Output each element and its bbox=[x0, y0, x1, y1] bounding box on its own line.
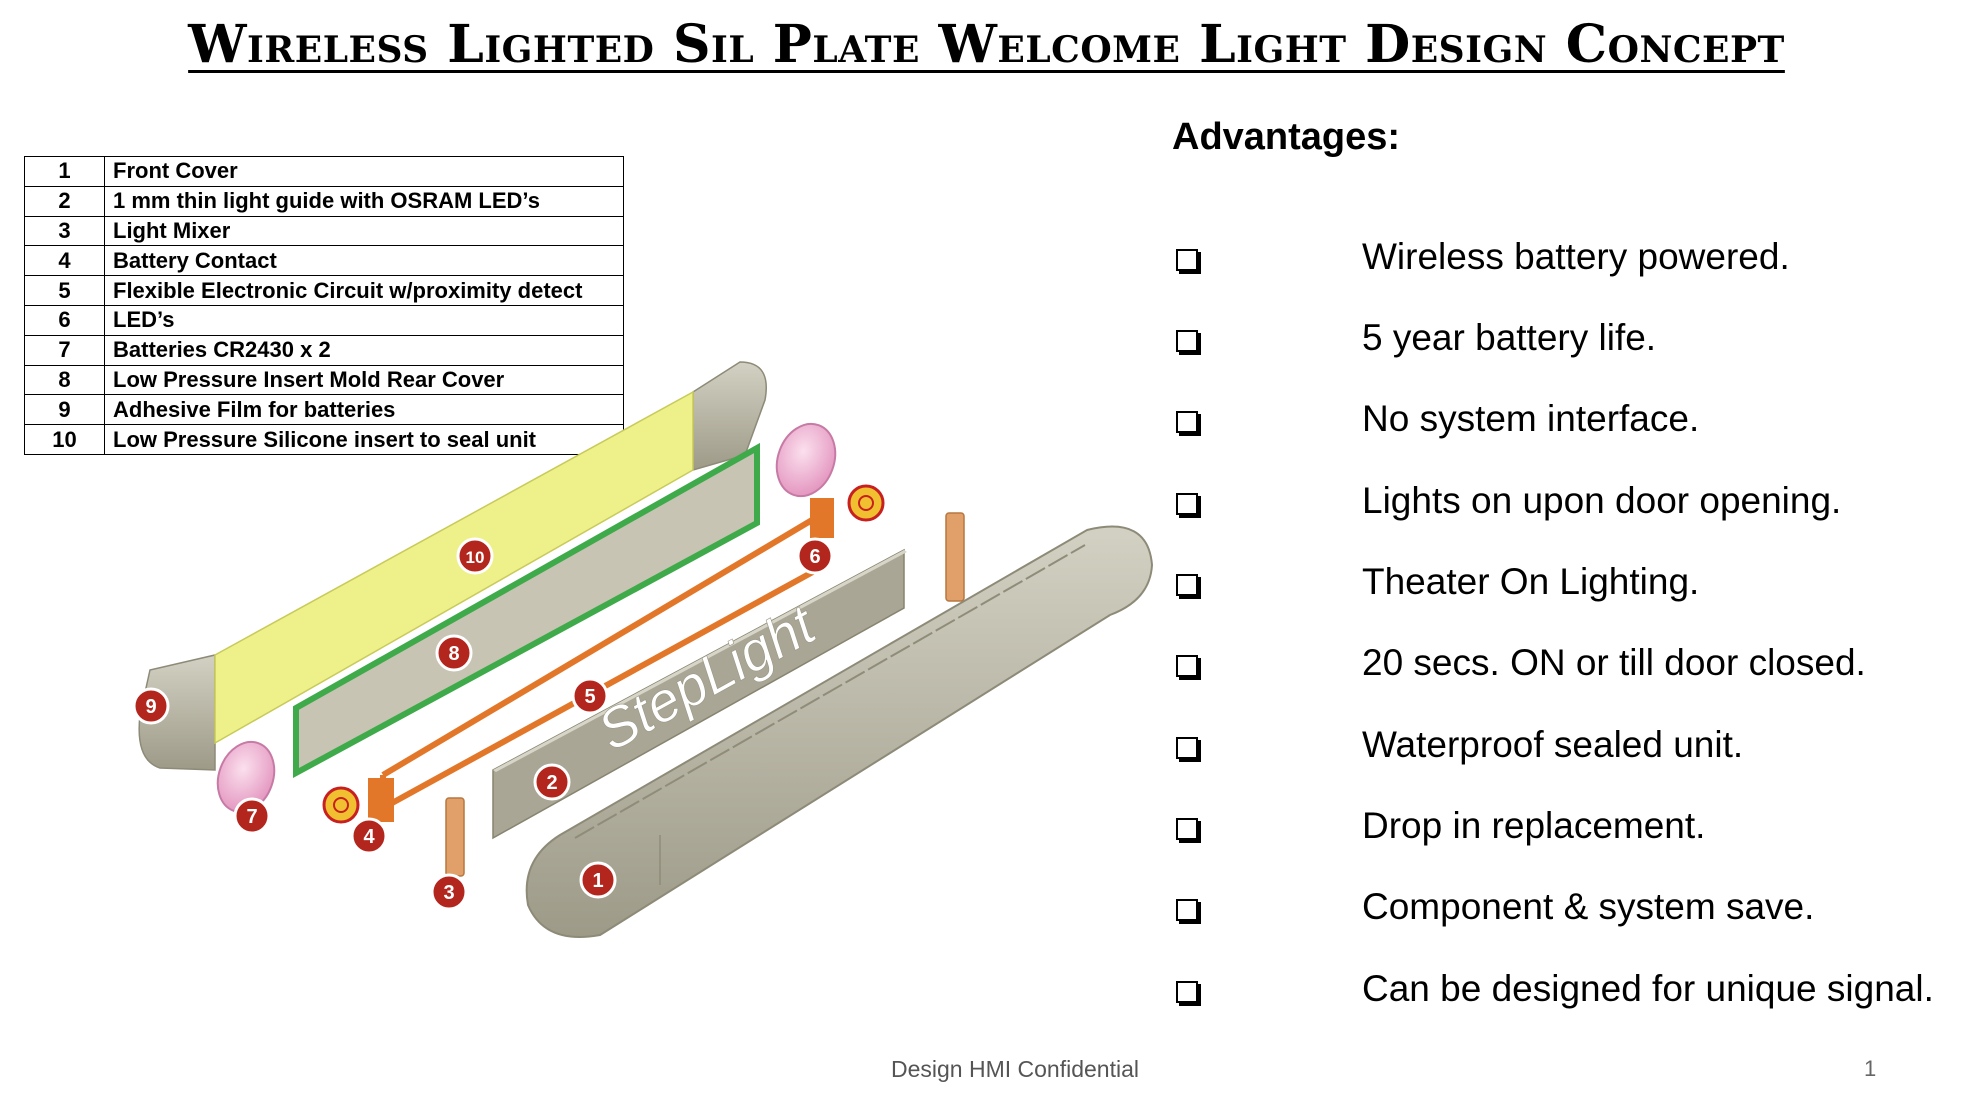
callout-label: 9 bbox=[145, 696, 156, 718]
callout-label: 6 bbox=[809, 546, 820, 568]
checkbox-icon bbox=[1176, 655, 1198, 677]
part-description: Flexible Electronic Circuit w/proximity … bbox=[104, 275, 624, 306]
part-number: 5 bbox=[24, 275, 105, 306]
advantage-text: Drop in replacement. bbox=[1362, 805, 1706, 846]
part-number: 6 bbox=[24, 304, 105, 336]
checkbox-icon bbox=[1176, 981, 1198, 1003]
callout-label: 5 bbox=[584, 686, 595, 708]
battery-contact-icon bbox=[322, 786, 360, 824]
advantage-text: 5 year battery life. bbox=[1362, 317, 1657, 358]
part-description: LED’s bbox=[104, 304, 624, 336]
advantage-text: Component & system save. bbox=[1362, 886, 1815, 927]
part-description: 1 mm thin light guide with OSRAM LED’s bbox=[104, 185, 624, 217]
checkbox-icon bbox=[1176, 411, 1198, 433]
part-number: 9 bbox=[24, 394, 105, 426]
checkbox-icon bbox=[1176, 249, 1198, 271]
battery-icon bbox=[775, 422, 837, 498]
callout-badge: 10 bbox=[456, 537, 494, 575]
callout-label: 1 bbox=[592, 870, 603, 892]
callout-badge: 1 bbox=[579, 861, 617, 899]
part-number: 1 bbox=[24, 156, 105, 187]
battery-icon bbox=[216, 740, 276, 814]
part-number: 4 bbox=[24, 245, 105, 277]
callout-label: 3 bbox=[443, 882, 454, 904]
advantage-text: Waterproof sealed unit. bbox=[1362, 724, 1744, 765]
callout-badge: 9 bbox=[132, 687, 170, 725]
checkbox-icon bbox=[1176, 493, 1198, 515]
adhesive-film-part bbox=[138, 361, 767, 771]
rear-cover-part bbox=[293, 442, 760, 779]
part-description: Batteries CR2430 x 2 bbox=[104, 334, 624, 366]
part-description: Battery Contact bbox=[104, 245, 624, 277]
advantage-text: Theater On Lighting. bbox=[1362, 561, 1700, 602]
callout-label: 7 bbox=[246, 806, 257, 828]
checkbox-icon bbox=[1176, 574, 1198, 596]
advantage-text: Can be designed for unique signal. bbox=[1362, 968, 1934, 1009]
light-guide-part bbox=[492, 548, 907, 840]
light-mixer-part bbox=[945, 512, 965, 602]
checkbox-icon bbox=[1176, 737, 1198, 759]
part-description: Light Mixer bbox=[104, 215, 624, 247]
advantage-text: Lights on upon door opening. bbox=[1362, 480, 1842, 521]
part-number: 3 bbox=[24, 215, 105, 247]
part-number: 7 bbox=[24, 334, 105, 366]
battery-contact-icon bbox=[847, 484, 885, 522]
checkbox-icon bbox=[1176, 330, 1198, 352]
light-mixer-part bbox=[445, 797, 465, 877]
callout-label: 8 bbox=[448, 643, 459, 665]
callout-badge: 8 bbox=[435, 634, 473, 672]
advantages-heading: Advantages: bbox=[1172, 116, 1401, 158]
page-title: Wireless Lighted Sil Plate Welcome Light… bbox=[188, 14, 1785, 75]
advantage-text: Wireless battery powered. bbox=[1362, 236, 1790, 277]
part-number: 10 bbox=[24, 424, 105, 455]
callout-badge: 6 bbox=[796, 537, 834, 575]
callout-badge: 7 bbox=[233, 797, 271, 835]
part-description: Low Pressure Insert Mold Rear Cover bbox=[104, 364, 624, 396]
checkbox-icon bbox=[1176, 899, 1198, 921]
footer-text: Design HMI Confidential bbox=[890, 1056, 1139, 1082]
checkbox-icon bbox=[1176, 818, 1198, 840]
callout-badge: 4 bbox=[350, 817, 388, 855]
part-description: Front Cover bbox=[104, 156, 624, 187]
callout-label: 4 bbox=[363, 826, 375, 848]
advantage-text: No system interface. bbox=[1362, 398, 1700, 439]
front-cover-part bbox=[525, 525, 1154, 938]
callout-badge: 3 bbox=[430, 873, 468, 911]
callout-label: 2 bbox=[546, 772, 557, 794]
callout-badge: 5 bbox=[571, 677, 609, 715]
silicone-insert-part bbox=[214, 390, 694, 745]
advantage-text: 20 secs. ON or till door closed. bbox=[1362, 642, 1866, 683]
callout-badge: 2 bbox=[533, 763, 571, 801]
part-number: 2 bbox=[24, 185, 105, 217]
callout-label: 10 bbox=[466, 548, 485, 567]
part-number: 8 bbox=[24, 364, 105, 396]
page-number: 1 bbox=[1864, 1056, 1877, 1081]
part-description: Low Pressure Silicone insert to seal uni… bbox=[104, 424, 624, 455]
